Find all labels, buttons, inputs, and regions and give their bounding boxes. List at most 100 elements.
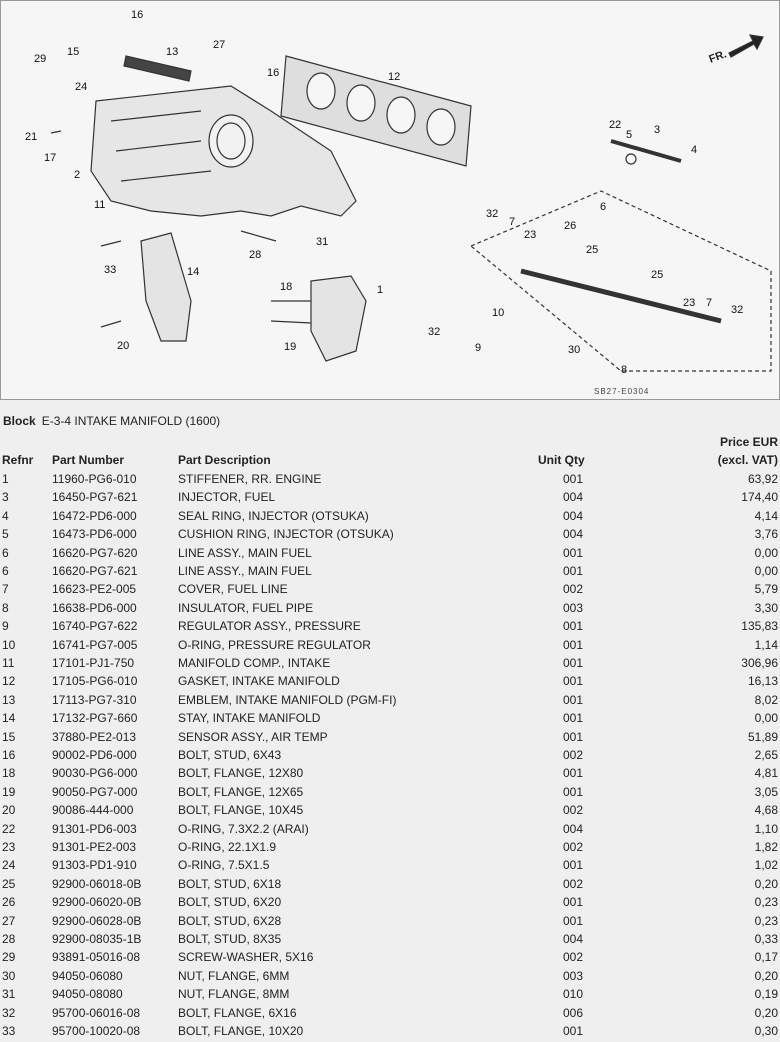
price-cell: 0,23	[754, 913, 778, 928]
part-description-cell: O-RING, 7.5X1.5	[178, 858, 270, 873]
unit-qty-cell: 001	[563, 711, 584, 726]
part-number-cell: 17101-PJ1-750	[52, 656, 135, 670]
part-description-cell: BOLT, STUD, 6X20	[178, 895, 282, 910]
price-cell: 3,30	[754, 600, 778, 615]
part-description-cell: BOLT, STUD, 6X28	[178, 913, 282, 928]
callout-number: 14	[187, 266, 200, 278]
callout-number: 12	[388, 71, 401, 83]
refnr-cell: 25	[2, 876, 16, 891]
part-description-cell: INJECTOR, FUEL	[178, 490, 276, 505]
header-part-number: Part Number	[52, 453, 125, 467]
callout-number: 6	[600, 201, 607, 213]
part-description-cell: SEAL RING, INJECTOR (OTSUKA)	[178, 508, 369, 523]
callout-number: 29	[34, 53, 47, 65]
price-cell: 0,00	[754, 711, 778, 726]
callout-number: 13	[166, 46, 179, 58]
price-cell: 5,79	[754, 582, 778, 597]
callout-number: 15	[67, 46, 80, 58]
part-description-cell: LINE ASSY., MAIN FUEL	[178, 545, 312, 560]
refnr-cell: 14	[2, 711, 16, 726]
price-cell: 3,05	[754, 784, 778, 799]
unit-qty-cell: 004	[563, 821, 584, 836]
price-cell: 4,68	[754, 803, 778, 818]
part-description-cell: INSULATOR, FUEL PIPE	[178, 600, 314, 615]
price-cell: 4,81	[754, 766, 778, 781]
price-cell: 51,89	[747, 729, 778, 744]
unit-qty-cell: 001	[563, 895, 584, 910]
part-description-cell: SENSOR ASSY., AIR TEMP	[178, 729, 328, 744]
price-cell: 306,96	[741, 656, 778, 670]
price-cell: 0,00	[754, 564, 778, 578]
part-description-cell: BOLT, STUD, 6X43	[178, 748, 282, 762]
part-description-cell: BOLT, STUD, 6X18	[178, 876, 282, 891]
refnr-cell: 11	[2, 656, 15, 670]
part-description-cell: STAY, INTAKE MANIFOLD	[178, 711, 321, 726]
unit-qty-cell: 002	[563, 840, 584, 854]
refnr-cell: 3	[2, 490, 9, 505]
unit-qty-cell: 001	[563, 692, 584, 707]
callout-number: 20	[117, 340, 130, 352]
unit-qty-cell: 001	[563, 729, 584, 744]
unit-qty-cell: 002	[563, 876, 584, 891]
part-number-cell: 16450-PG7-621	[52, 490, 138, 505]
price-cell: 1,14	[754, 637, 778, 652]
part-description-cell: GASKET, INTAKE MANIFOLD	[178, 674, 340, 689]
unit-qty-cell: 001	[563, 1024, 584, 1038]
part-number-cell: 90030-PG6-000	[52, 766, 138, 781]
table-row: 14 17132-PG7-660 STAY, INTAKE MANIFOLD 001 0…	[0, 711, 780, 729]
part-number-cell: 11960-PG6-010	[52, 472, 137, 486]
unit-qty-cell: 004	[563, 508, 584, 523]
unit-qty-cell: 002	[563, 582, 584, 597]
refnr-cell: 16	[2, 748, 16, 762]
part-description-cell: BOLT, FLANGE, 10X45	[178, 803, 304, 818]
callout-number: 32	[731, 304, 744, 316]
price-cell: 16,13	[747, 674, 778, 689]
part-number-cell: 17132-PG7-660	[52, 711, 138, 726]
part-number-cell: 94050-08080	[52, 987, 123, 1002]
callout-number: 17	[44, 152, 57, 164]
price-cell: 4,14	[754, 508, 778, 523]
part-description-cell: SCREW-WASHER, 5X16	[178, 950, 314, 965]
callout-number: 30	[568, 344, 581, 356]
refnr-cell: 33	[2, 1024, 16, 1038]
part-number-cell: 16473-PD6-000	[52, 527, 137, 542]
refnr-cell: 28	[2, 932, 16, 946]
price-cell: 1,02	[754, 858, 778, 873]
part-description-cell: O-RING, 7.3X2.2 (ARAI)	[178, 821, 309, 836]
callout-number: 25	[651, 269, 664, 281]
callout-number: 21	[25, 131, 38, 143]
unit-qty-cell: 003	[563, 968, 584, 983]
part-description-cell: REGULATOR ASSY., PRESSURE	[178, 619, 361, 634]
price-cell: 135,83	[741, 619, 778, 634]
refnr-cell: 23	[2, 840, 16, 854]
refnr-cell: 6	[2, 545, 9, 560]
unit-qty-cell: 002	[563, 748, 584, 762]
price-cell: 63,92	[747, 472, 778, 486]
callout-number: 7	[706, 297, 713, 309]
part-number-cell: 17105-PG6-010	[52, 674, 138, 689]
callout-number: 5	[626, 129, 633, 141]
header-description: Part Description	[178, 453, 271, 467]
refnr-cell: 12	[2, 674, 16, 689]
part-number-cell: 16623-PE2-005	[52, 582, 137, 597]
refnr-cell: 20	[2, 803, 16, 818]
callout-number: 18	[280, 281, 293, 293]
part-number-cell: 92900-06018-0B	[52, 876, 142, 891]
refnr-cell: 19	[2, 784, 16, 799]
refnr-cell: 9	[2, 619, 9, 634]
callout-number: 28	[249, 249, 262, 261]
unit-qty-cell: 001	[563, 913, 584, 928]
part-number-cell: 90086-444-000	[52, 803, 134, 818]
